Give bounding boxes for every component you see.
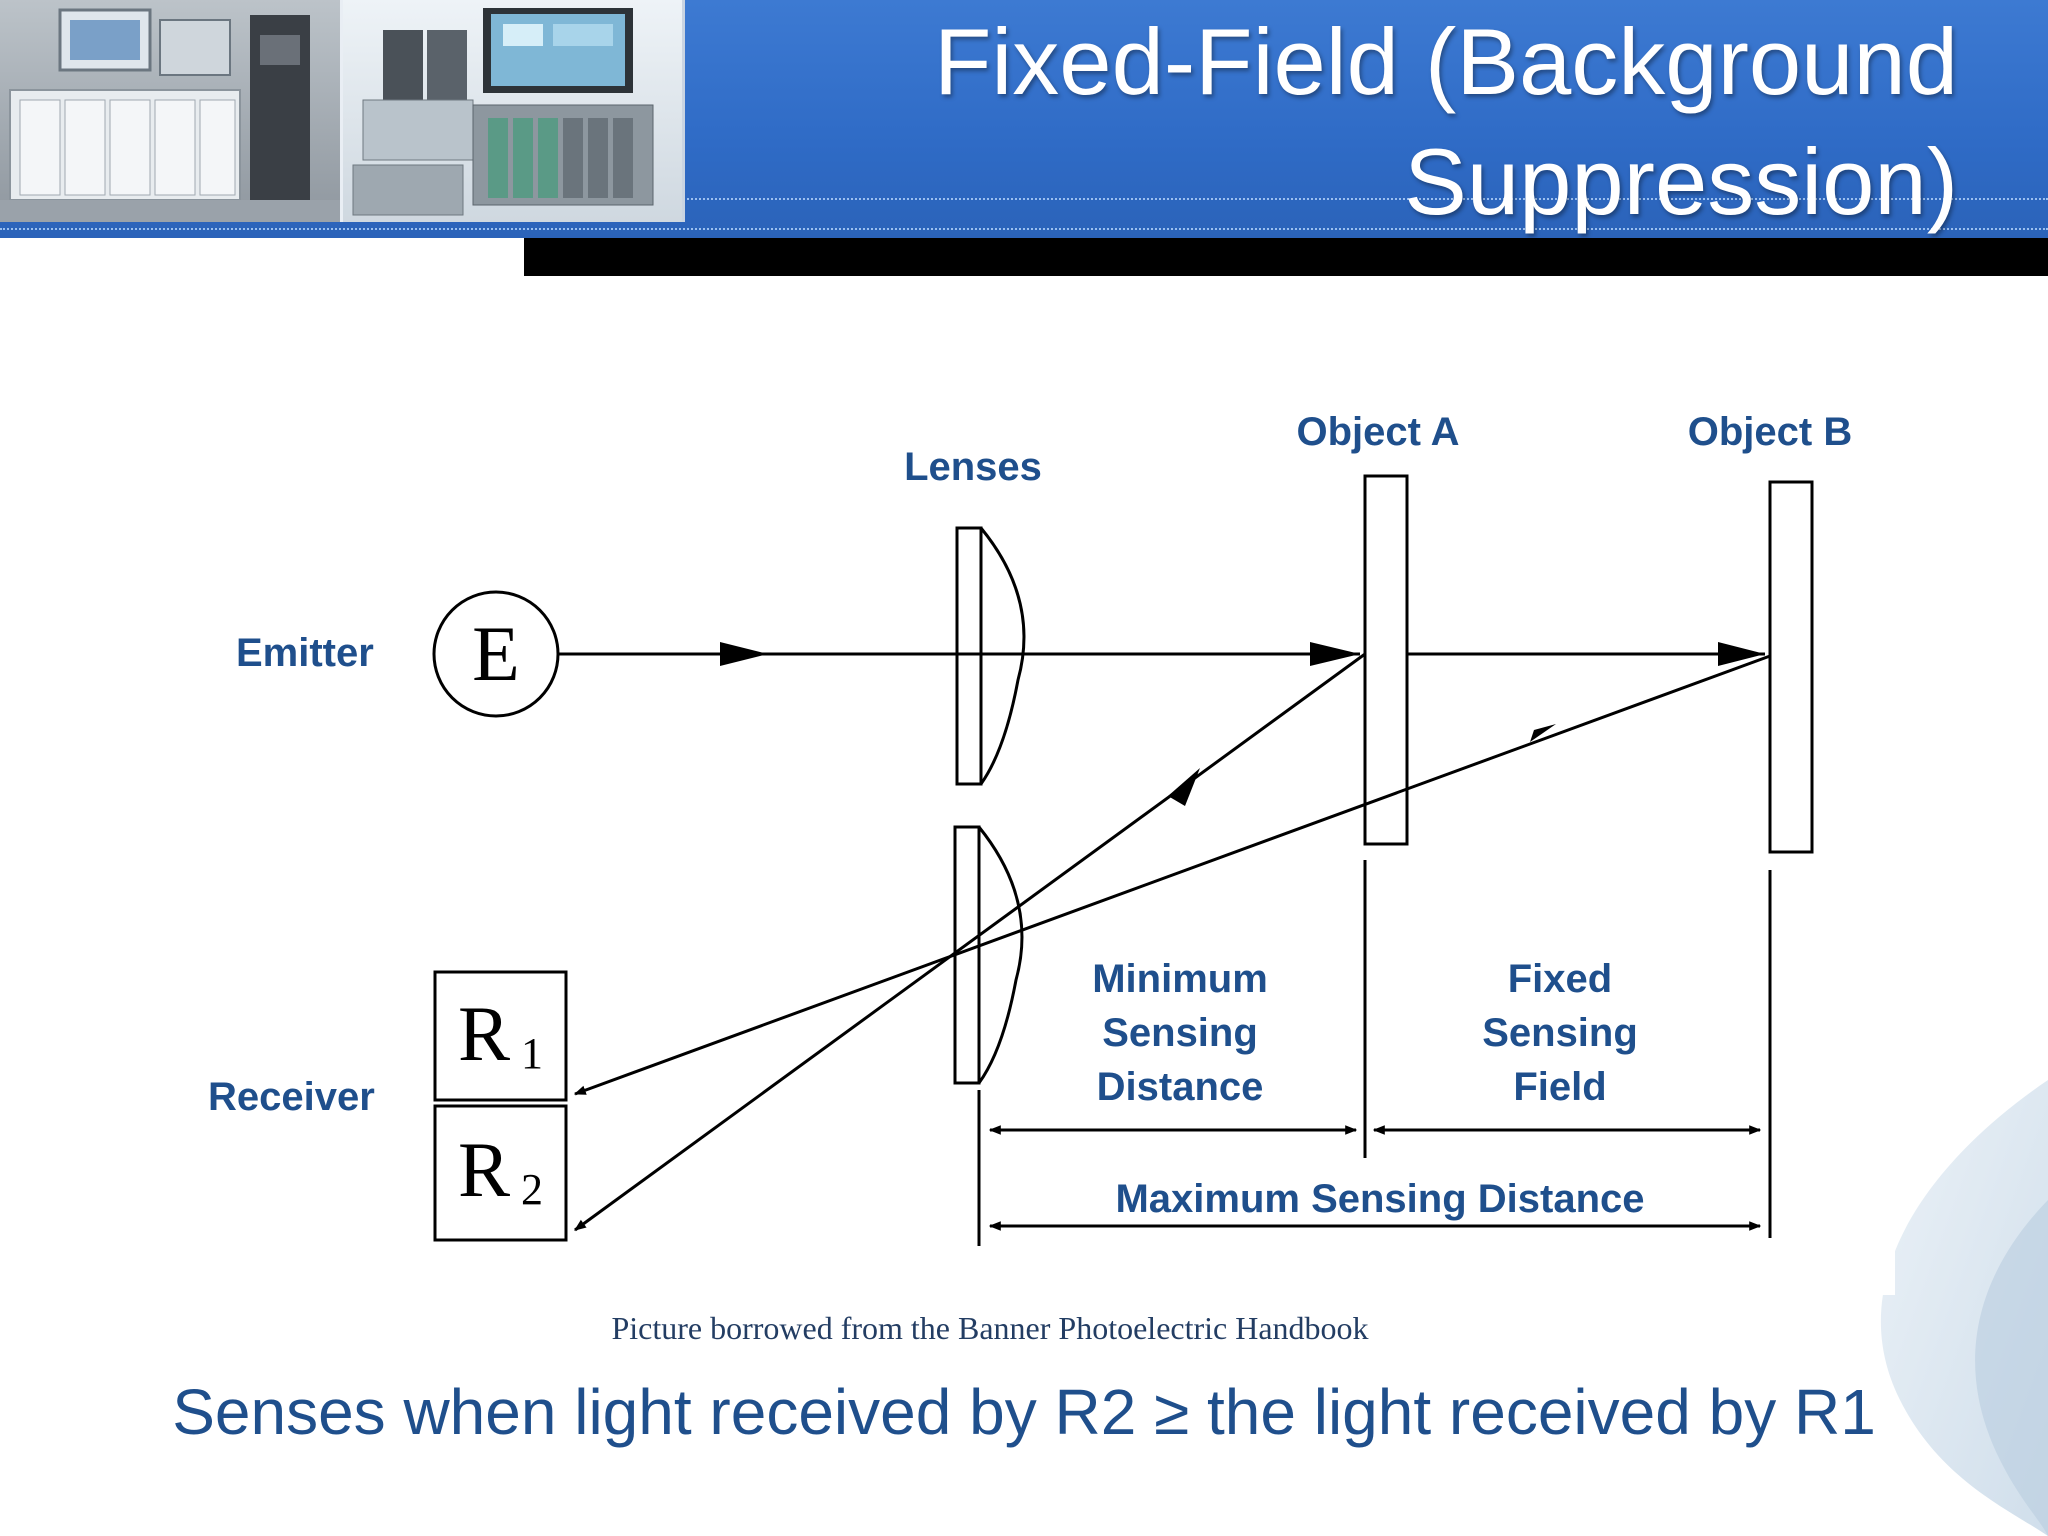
header-dotted-line [0, 198, 2048, 200]
receiver-r1-box [433, 970, 568, 1102]
plc-rack-illustration [0, 8, 340, 222]
slide-statement: Senses when light received by R2 ≥ the l… [172, 1376, 1876, 1448]
fixed-sensing-field-label-line-1: Fixed [1507, 957, 1613, 1001]
header-black-bar [524, 238, 2048, 276]
reflection-arrowhead [1168, 768, 1200, 806]
page-title: Fixed-Field (Background Suppression) [698, 2, 1958, 242]
beam-arrowhead [720, 642, 768, 666]
image-credit-caption: Picture borrowed from the Banner Photoel… [611, 1310, 1369, 1346]
minimum-sensing-distance-label-line-1: Minimum [1092, 957, 1268, 1001]
upper-lens [955, 526, 1026, 786]
beam-arrowhead [1310, 642, 1360, 666]
beam-arrowhead [1718, 642, 1765, 666]
reflection-arrowhead [1530, 724, 1556, 742]
header-dotted-line [0, 228, 2048, 230]
emitter-label: Emitter [236, 631, 374, 675]
receiver-r2-subscript: 2 [521, 1165, 543, 1214]
receiver-label: Receiver [208, 1075, 375, 1119]
receiver-r1-letter: R [458, 990, 510, 1077]
plc-hardware-photo [0, 0, 340, 222]
object-a-plate [1363, 474, 1409, 846]
slide-header: Fixed-Field (Background Suppression) [0, 0, 2048, 276]
lower-lens [953, 825, 1024, 1085]
minimum-sensing-distance-label-line-3: Distance [1096, 1065, 1264, 1109]
header-photo-strip [0, 0, 685, 222]
reflection-b-to-r1 [573, 654, 1771, 1096]
object-b-label: Object B [1687, 410, 1853, 454]
fixed-sensing-field-label-line-2: Sensing [1482, 1011, 1638, 1055]
minimum-sensing-distance-label-line-2: Sensing [1102, 1011, 1258, 1055]
fixed-sensing-field-label-line-3: Field [1513, 1065, 1607, 1109]
page-title-line-2: Suppression) [1404, 129, 1958, 234]
receiver-r1-subscript: 1 [521, 1029, 543, 1078]
automation-hardware-photo [343, 0, 682, 222]
maximum-sensing-distance-label: Maximum Sensing Distance [1115, 1177, 1645, 1221]
emitter-symbol: E [472, 610, 520, 697]
hmi-and-modules-illustration [352, 8, 654, 216]
receiver-r2-box [433, 1104, 568, 1242]
lenses-label: Lenses [904, 445, 1042, 489]
object-b-plate [1768, 480, 1814, 854]
reflection-a-to-r2 [574, 652, 1366, 1232]
object-a-label: Object A [1296, 410, 1460, 454]
background-swoosh-decoration [1880, 1080, 2048, 1536]
page-title-line-1: Fixed-Field (Background [934, 9, 1958, 114]
receiver-r2-letter: R [458, 1126, 510, 1213]
